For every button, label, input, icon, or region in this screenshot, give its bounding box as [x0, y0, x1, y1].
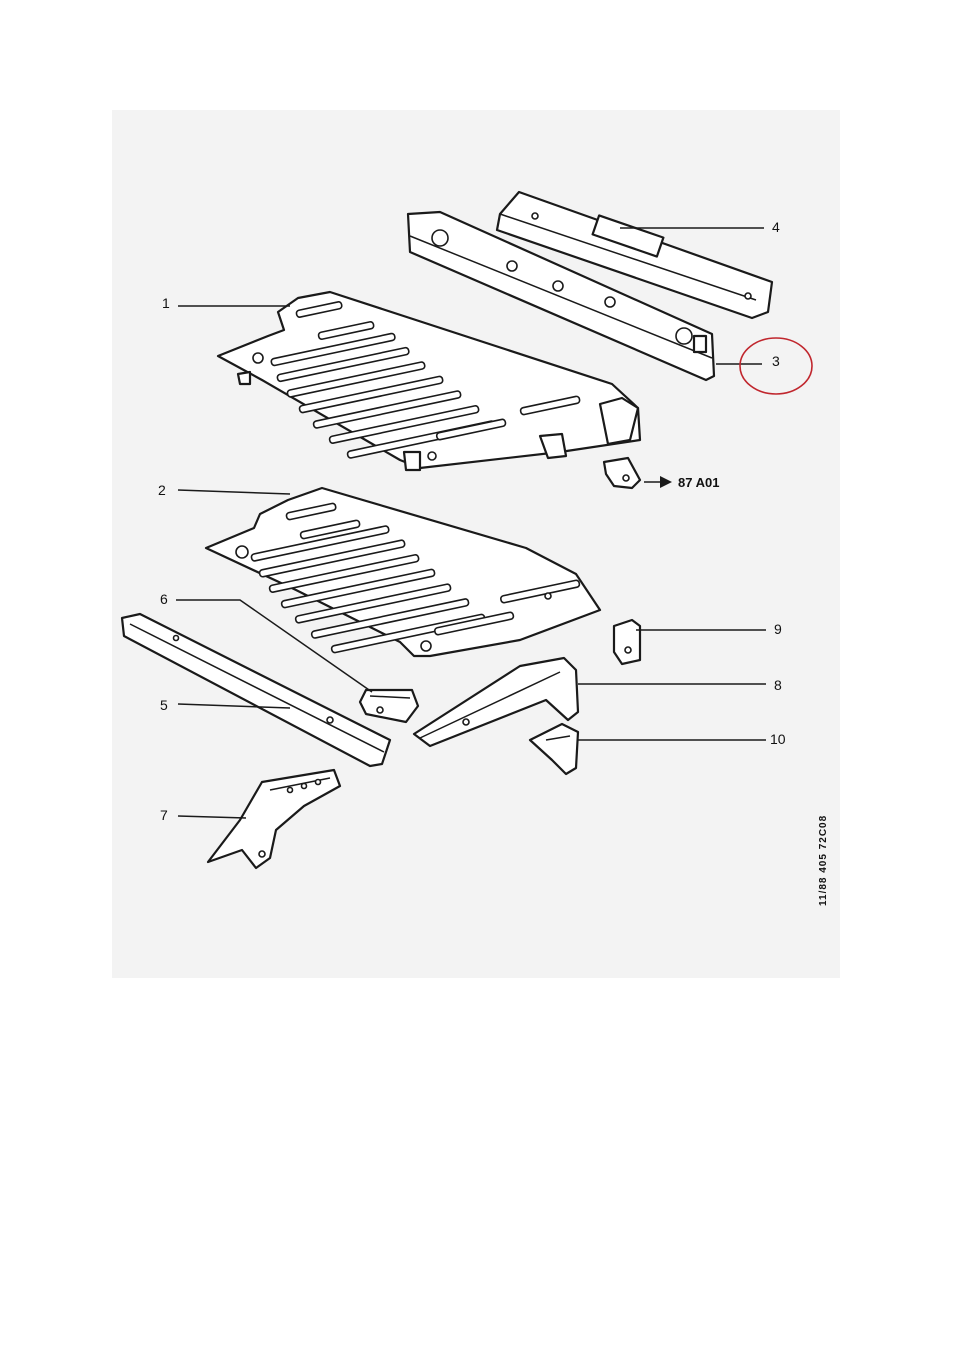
leader-lines: [176, 227, 766, 819]
drawing-code: 11/88 405 72C08: [818, 815, 829, 906]
callout-7: 7: [160, 807, 168, 823]
part-9-bracket[interactable]: [612, 618, 642, 666]
callout-3: 3: [772, 353, 780, 369]
part-7-support-bracket[interactable]: [206, 768, 342, 870]
callout-10: 10: [770, 731, 786, 747]
reference-arrowhead: [660, 476, 672, 488]
part-10-gusset[interactable]: [528, 722, 580, 776]
reference-label: 87 A01: [678, 475, 719, 490]
callout-2: 2: [158, 482, 166, 498]
callout-6: 6: [160, 591, 168, 607]
part-5-side-rail[interactable]: [120, 612, 392, 768]
part-1-rear-floor-assembly[interactable]: [216, 290, 642, 472]
callout-5: 5: [160, 697, 168, 713]
part-8-rear-rail[interactable]: [412, 656, 580, 748]
part-4-cross-member[interactable]: [495, 190, 774, 320]
callout-1: 1: [162, 295, 170, 311]
floor-2-ribs: [250, 502, 581, 654]
callout-9: 9: [774, 621, 782, 637]
part-2-rear-floor[interactable]: [204, 486, 602, 658]
callout-4: 4: [772, 219, 780, 235]
floor-1-ribs: [270, 301, 581, 459]
part-6-mounting-plate[interactable]: [358, 688, 420, 724]
reference-bracket[interactable]: [602, 456, 642, 490]
callout-8: 8: [774, 677, 782, 693]
part-3-rear-panel[interactable]: [406, 210, 716, 382]
highlight-circle: [739, 337, 813, 395]
